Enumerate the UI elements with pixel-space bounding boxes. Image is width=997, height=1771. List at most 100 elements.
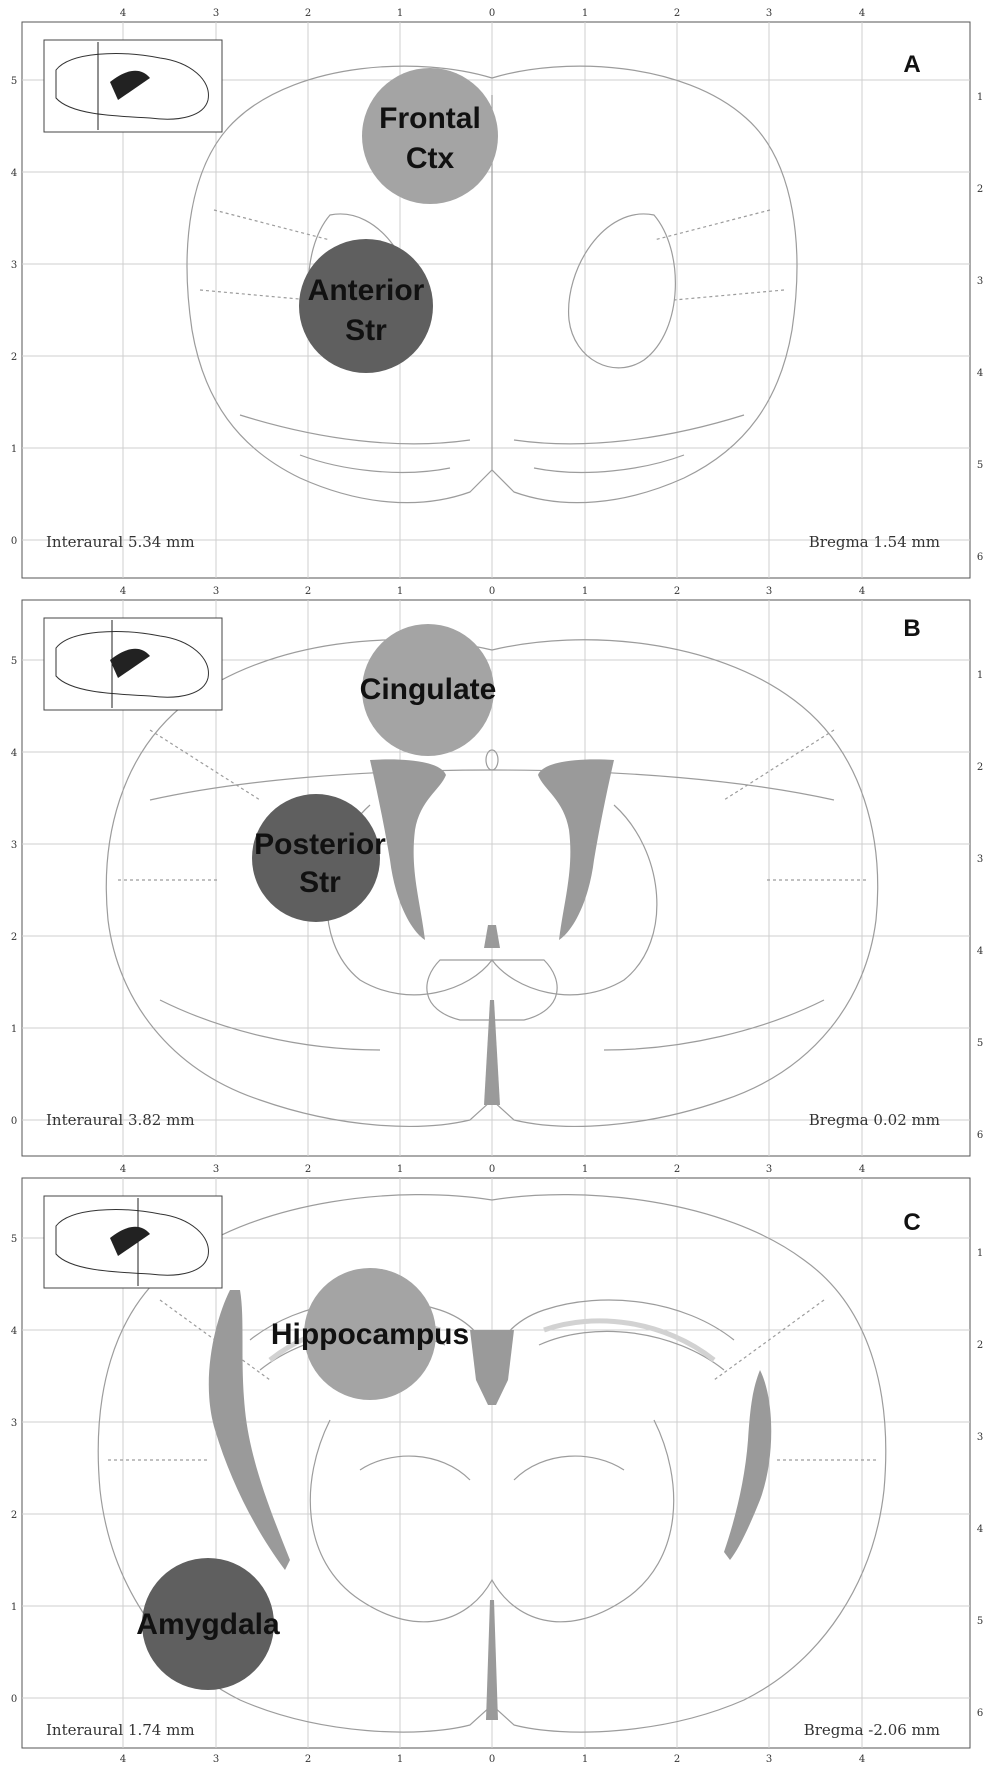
svg-text:4: 4 (120, 8, 126, 19)
region-anterior-str: Anterior Str (299, 239, 433, 373)
amygdala-label: Amygdala (136, 1608, 280, 1641)
panel-b-inset-map (44, 618, 222, 710)
svg-text:5: 5 (977, 460, 983, 471)
panel-c-bregma: Bregma -2.06 mm (804, 1721, 940, 1739)
svg-text:2: 2 (11, 932, 17, 943)
svg-text:4: 4 (11, 748, 17, 759)
svg-text:3: 3 (766, 1164, 772, 1175)
svg-text:2: 2 (674, 8, 680, 19)
svg-text:4: 4 (859, 1754, 865, 1765)
svg-text:5: 5 (11, 656, 17, 667)
panel-b-letter: B (903, 615, 920, 642)
svg-text:1: 1 (977, 670, 983, 681)
svg-text:3: 3 (11, 840, 17, 851)
svg-text:3: 3 (213, 586, 219, 597)
svg-text:3: 3 (977, 1432, 983, 1443)
panel-c-bottom-ticks: 4 3 2 1 0 1 2 3 4 (120, 1754, 865, 1765)
svg-text:2: 2 (11, 352, 17, 363)
panel-a: Frontal Ctx Anterior Str A Interaural 5.… (11, 8, 983, 578)
svg-text:3: 3 (11, 1418, 17, 1429)
svg-text:1: 1 (11, 1024, 17, 1035)
svg-text:4: 4 (977, 1524, 983, 1535)
svg-text:5: 5 (977, 1038, 983, 1049)
panel-c: Hippocampus Amygdala C Interaural 1.74 m… (11, 1164, 983, 1765)
svg-text:4: 4 (859, 1164, 865, 1175)
svg-text:2: 2 (305, 1754, 311, 1765)
frontal-ctx-marker (362, 68, 498, 204)
svg-text:0: 0 (489, 8, 495, 19)
svg-text:0: 0 (489, 1754, 495, 1765)
region-frontal-ctx: Frontal Ctx (362, 68, 498, 204)
panel-a-left-ticks: 5 4 3 2 1 0 (11, 76, 17, 547)
svg-text:0: 0 (11, 1116, 17, 1127)
svg-text:6: 6 (977, 1130, 983, 1141)
svg-text:3: 3 (766, 586, 772, 597)
svg-text:6: 6 (977, 1708, 983, 1719)
svg-text:5: 5 (977, 1616, 983, 1627)
panel-a-interaural: Interaural 5.34 mm (46, 533, 195, 551)
svg-text:6: 6 (977, 552, 983, 563)
svg-text:3: 3 (213, 1164, 219, 1175)
svg-text:2: 2 (305, 586, 311, 597)
svg-text:3: 3 (11, 260, 17, 271)
panel-c-right-ticks: 1 2 3 4 5 6 (977, 1248, 983, 1719)
anterior-str-label-line-2: Str (345, 314, 387, 347)
svg-text:2: 2 (674, 586, 680, 597)
panel-c-interaural: Interaural 1.74 mm (46, 1721, 195, 1739)
svg-text:1: 1 (11, 444, 17, 455)
svg-text:2: 2 (305, 8, 311, 19)
svg-text:2: 2 (674, 1754, 680, 1765)
svg-text:2: 2 (674, 1164, 680, 1175)
panel-b: Cingulate Posterior Str B Interaural 3.8… (11, 586, 983, 1156)
panel-a-letter: A (903, 51, 920, 78)
panel-a-right-ticks: 1 2 3 4 5 6 (977, 92, 983, 563)
frontal-ctx-label-line-1: Frontal (379, 102, 481, 135)
cingulate-label: Cingulate (360, 673, 497, 706)
hippocampus-label: Hippocampus (271, 1318, 469, 1351)
svg-text:5: 5 (11, 76, 17, 87)
svg-text:3: 3 (213, 1754, 219, 1765)
anterior-str-label-line-1: Anterior (308, 274, 425, 307)
svg-text:4: 4 (859, 586, 865, 597)
svg-text:3: 3 (766, 8, 772, 19)
svg-text:1: 1 (582, 1754, 588, 1765)
svg-text:1: 1 (582, 1164, 588, 1175)
panel-a-inset-map (44, 40, 222, 132)
svg-text:0: 0 (11, 536, 17, 547)
svg-text:1: 1 (977, 92, 983, 103)
svg-text:0: 0 (489, 1164, 495, 1175)
posterior-str-label-line-1: Posterior (254, 828, 386, 861)
svg-text:4: 4 (977, 368, 983, 379)
frontal-ctx-label-line-2: Ctx (406, 142, 455, 175)
svg-text:1: 1 (397, 8, 403, 19)
svg-text:4: 4 (977, 946, 983, 957)
svg-text:4: 4 (11, 1326, 17, 1337)
svg-text:1: 1 (397, 1164, 403, 1175)
svg-text:1: 1 (582, 8, 588, 19)
panel-b-bregma: Bregma 0.02 mm (809, 1111, 940, 1129)
svg-text:2: 2 (977, 1340, 983, 1351)
svg-text:5: 5 (11, 1234, 17, 1245)
panel-c-left-ticks: 5 4 3 2 1 0 (11, 1234, 17, 1705)
svg-text:2: 2 (305, 1164, 311, 1175)
panel-b-left-ticks: 5 4 3 2 1 0 (11, 656, 17, 1127)
svg-text:4: 4 (120, 586, 126, 597)
svg-text:4: 4 (120, 1754, 126, 1765)
panel-c-inset-map (44, 1196, 222, 1288)
svg-text:0: 0 (11, 1694, 17, 1705)
svg-text:1: 1 (582, 586, 588, 597)
svg-text:0: 0 (489, 586, 495, 597)
svg-text:3: 3 (766, 1754, 772, 1765)
svg-text:2: 2 (11, 1510, 17, 1521)
svg-text:4: 4 (120, 1164, 126, 1175)
panel-b-interaural: Interaural 3.82 mm (46, 1111, 195, 1129)
svg-text:2: 2 (977, 184, 983, 195)
panel-c-top-ticks: 4 3 2 1 0 1 2 3 4 (120, 1164, 865, 1175)
panel-a-bregma: Bregma 1.54 mm (809, 533, 940, 551)
svg-text:4: 4 (11, 168, 17, 179)
posterior-str-label-line-2: Str (299, 866, 341, 899)
svg-text:3: 3 (977, 854, 983, 865)
svg-text:1: 1 (397, 586, 403, 597)
panel-b-top-ticks: 4 3 2 1 0 1 2 3 4 (120, 586, 865, 597)
